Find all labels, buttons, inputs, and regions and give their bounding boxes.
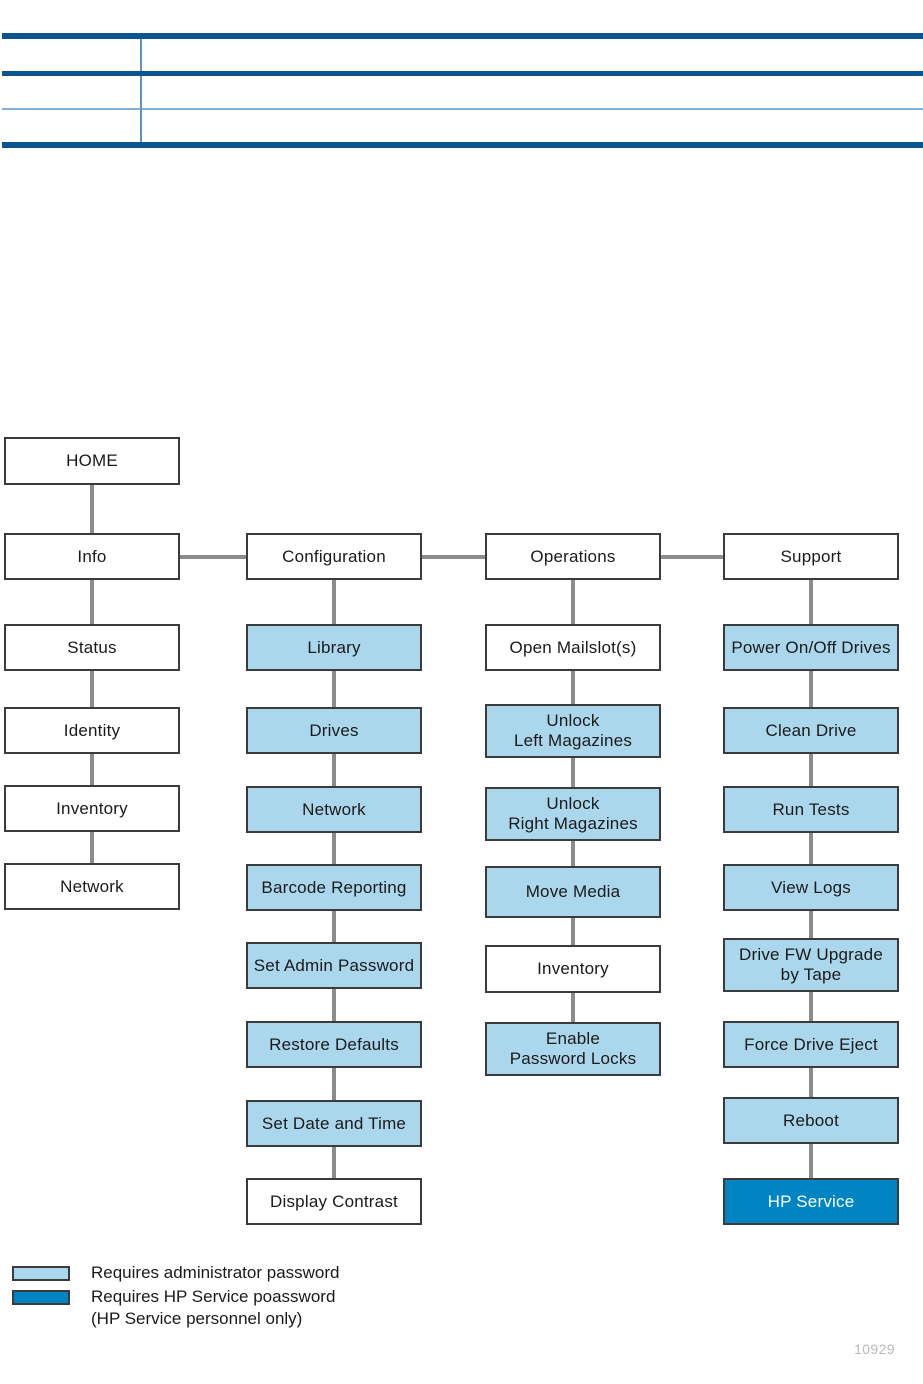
node-inventory-operations[interactable]: Inventory xyxy=(485,945,661,993)
legend-item-admin-password: Requires administrator password xyxy=(12,1262,532,1284)
node-label: Network xyxy=(60,876,124,896)
node-label: Clean Drive xyxy=(765,720,857,740)
connector-operations-support xyxy=(661,555,724,559)
node-label: Enable Password Locks xyxy=(509,1029,637,1068)
legend-item-hp-service-password: Requires HP Service poassword (HP Servic… xyxy=(12,1286,532,1330)
node-operations[interactable]: Operations xyxy=(485,533,661,580)
node-label: Network xyxy=(302,799,366,819)
node-label: Status xyxy=(67,637,117,657)
node-label: HOME xyxy=(66,451,118,470)
node-drive-fw-upgrade-by-tape[interactable]: Drive FW Upgrade by Tape xyxy=(723,938,899,992)
legend-swatch-admin-icon xyxy=(12,1266,70,1281)
node-move-media[interactable]: Move Media xyxy=(485,866,661,918)
node-drives[interactable]: Drives xyxy=(246,707,422,754)
figure-number: 10929 xyxy=(854,1341,895,1357)
node-label: Open Mailslot(s) xyxy=(509,637,637,657)
node-set-date-and-time[interactable]: Set Date and Time xyxy=(246,1100,422,1147)
node-label: Move Media xyxy=(525,882,621,901)
node-label: Set Date and Time xyxy=(261,1113,407,1133)
node-restore-defaults[interactable]: Restore Defaults xyxy=(246,1021,422,1068)
node-enable-password-locks[interactable]: Enable Password Locks xyxy=(485,1022,661,1076)
node-label: Drive FW Upgrade by Tape xyxy=(739,945,883,984)
node-support[interactable]: Support xyxy=(723,533,899,580)
table-cell xyxy=(2,71,142,109)
node-label: Unlock Left Magazines xyxy=(513,711,633,750)
node-label: Force Drive Eject xyxy=(744,1034,878,1054)
node-hp-service[interactable]: HP Service xyxy=(723,1178,899,1225)
table-row xyxy=(2,71,923,109)
node-power-on-off-drives[interactable]: Power On/Off Drives xyxy=(723,624,899,671)
node-home[interactable]: HOME xyxy=(4,437,180,485)
connector-home-to-info xyxy=(90,485,94,533)
table-row xyxy=(2,108,923,148)
node-barcode-reporting[interactable]: Barcode Reporting xyxy=(246,864,422,911)
table-cell xyxy=(2,108,142,148)
node-status[interactable]: Status xyxy=(4,624,180,671)
node-label: Barcode Reporting xyxy=(261,877,407,897)
node-label: Drives xyxy=(309,720,359,740)
node-label: Info xyxy=(77,546,107,566)
node-label: Identity xyxy=(63,720,121,740)
node-label: Display Contrast xyxy=(270,1191,398,1211)
node-force-drive-eject[interactable]: Force Drive Eject xyxy=(723,1021,899,1068)
node-view-logs[interactable]: View Logs xyxy=(723,864,899,911)
node-label: Inventory xyxy=(56,798,128,818)
node-label: Power On/Off Drives xyxy=(731,637,891,657)
document-table xyxy=(2,33,923,148)
node-label: Library xyxy=(307,637,361,657)
node-label: Support xyxy=(780,546,842,566)
node-label: Set Admin Password xyxy=(253,955,415,975)
node-inventory[interactable]: Inventory xyxy=(4,785,180,832)
node-label: Reboot xyxy=(782,1110,840,1130)
node-library[interactable]: Library xyxy=(246,624,422,671)
connector-configuration-operations xyxy=(422,555,487,559)
node-info[interactable]: Info xyxy=(4,533,180,580)
connector-info-configuration xyxy=(178,555,248,559)
node-display-contrast[interactable]: Display Contrast xyxy=(246,1178,422,1225)
legend-label: Requires HP Service poassword (HP Servic… xyxy=(91,1287,336,1328)
table-cell xyxy=(141,71,923,109)
node-label: Restore Defaults xyxy=(269,1034,399,1054)
node-unlock-left-magazines[interactable]: Unlock Left Magazines xyxy=(485,704,661,758)
node-label: HP Service xyxy=(767,1191,855,1211)
node-clean-drive[interactable]: Clean Drive xyxy=(723,707,899,754)
node-set-admin-password[interactable]: Set Admin Password xyxy=(246,942,422,989)
node-reboot[interactable]: Reboot xyxy=(723,1097,899,1144)
table-row xyxy=(2,33,923,74)
legend: Requires administrator password Requires… xyxy=(12,1262,532,1332)
table-cell xyxy=(2,33,142,74)
node-network-config[interactable]: Network xyxy=(246,786,422,833)
node-identity[interactable]: Identity xyxy=(4,707,180,754)
node-label: Configuration xyxy=(282,546,386,566)
table-cell xyxy=(141,33,923,74)
node-label: Run Tests xyxy=(772,799,850,819)
node-open-mailslots[interactable]: Open Mailslot(s) xyxy=(485,624,661,671)
legend-swatch-service-icon xyxy=(12,1290,70,1305)
node-label: Operations xyxy=(530,546,616,566)
node-configuration[interactable]: Configuration xyxy=(246,533,422,580)
table-cell xyxy=(141,108,923,148)
node-label: View Logs xyxy=(771,877,851,897)
legend-label: Requires administrator password xyxy=(91,1263,340,1282)
node-label: Unlock Right Magazines xyxy=(508,794,638,833)
node-run-tests[interactable]: Run Tests xyxy=(723,786,899,833)
node-label: Inventory xyxy=(537,959,609,978)
node-network-info[interactable]: Network xyxy=(4,863,180,910)
node-unlock-right-magazines[interactable]: Unlock Right Magazines xyxy=(485,787,661,841)
